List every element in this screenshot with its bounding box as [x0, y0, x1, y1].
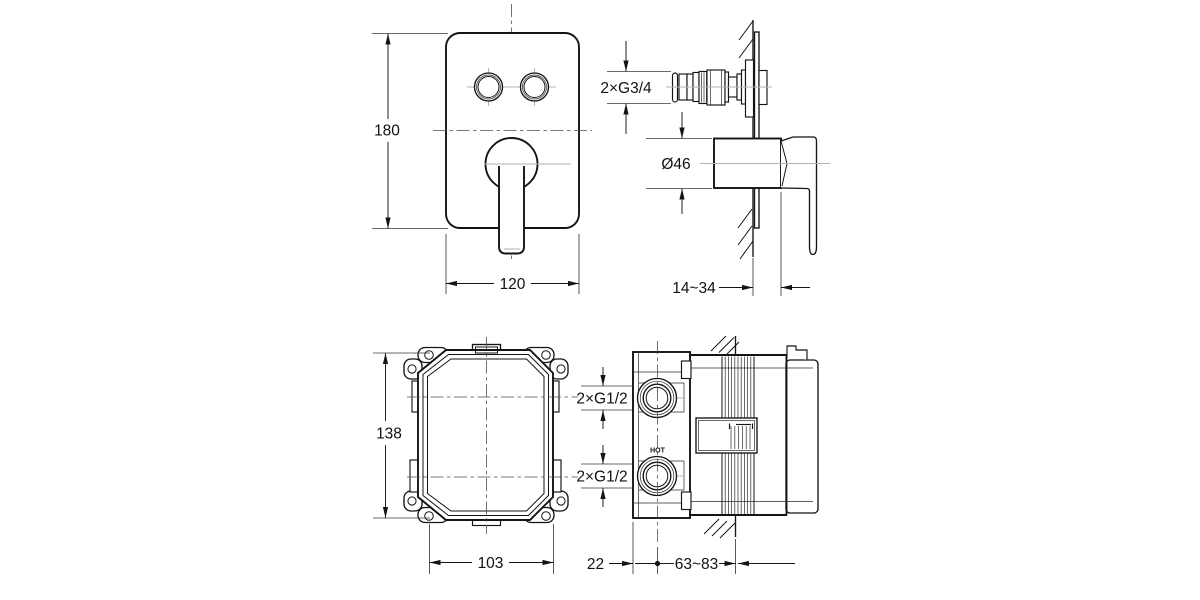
- escutcheon: [744, 59, 755, 118]
- dim-label-install-depth: 63~83: [675, 556, 719, 573]
- back-cover-tab: [786, 345, 808, 360]
- diverter-knob-right: [519, 68, 550, 106]
- dim-label-box-width: 103: [478, 555, 504, 572]
- dimension-box-width: 103: [429, 524, 554, 574]
- dimension-plate-height: 180: [372, 33, 448, 229]
- dim-label-box-height: 138: [376, 426, 402, 443]
- trim-plate-side-view: 2×G3/4 Ø46 14~34: [600, 20, 830, 297]
- box-body-outline: [417, 349, 554, 521]
- dim-label-inlet-lower: 2×G1/2: [576, 469, 627, 486]
- dimension-handle-diameter: Ø46: [646, 112, 712, 214]
- clip-tab: [680, 360, 692, 380]
- dimension-outlet-thread: 2×G3/4: [600, 41, 671, 134]
- dim-label-plate-width: 120: [500, 276, 526, 293]
- dim-label-inlet-upper: 2×G1/2: [576, 391, 627, 408]
- wall-section: [703, 335, 740, 539]
- trim-plate-edge: [753, 31, 760, 229]
- dim-origin-dot: [654, 560, 661, 567]
- dimension-offset-and-depth: 22 63~83: [587, 522, 795, 574]
- dim-label-wall-depth-range: 14~34: [672, 280, 716, 297]
- dimension-plate-width: 120: [445, 234, 580, 294]
- lever-stem: [498, 166, 525, 255]
- handle-side-profile: [700, 136, 830, 256]
- dimension-inlet-upper: 2×G1/2: [576, 367, 632, 429]
- rough-in-box-front-view: 138 103: [373, 337, 578, 574]
- screw-holes: [407, 350, 566, 521]
- dimension-wall-depth-range: 14~34: [672, 192, 810, 297]
- clamp-block: [695, 417, 758, 454]
- clip-tab: [680, 491, 692, 511]
- lever-blade: [780, 136, 818, 256]
- rough-in-box-side-view: HOT 2×G1/2 2×G1/2 22: [576, 335, 819, 574]
- hot-marking: HOT: [650, 448, 666, 455]
- inlet-port-upper: [636, 377, 685, 419]
- dim-label-handle-diameter: Ø46: [661, 156, 690, 173]
- inlet-port-lower: [636, 455, 685, 497]
- trim-plate-front-view: 180 120: [372, 4, 592, 294]
- dimension-box-height: 138: [373, 352, 430, 519]
- outlet-connector: [666, 59, 772, 118]
- dim-label-outlet-thread: 2×G3/4: [600, 80, 652, 97]
- mixer-lever-handle: [484, 137, 571, 255]
- dim-label-center-offset: 22: [587, 556, 604, 573]
- dimension-inlet-lower: 2×G1/2: [576, 445, 632, 507]
- dim-label-plate-height: 180: [374, 123, 400, 140]
- back-cover: [785, 359, 819, 514]
